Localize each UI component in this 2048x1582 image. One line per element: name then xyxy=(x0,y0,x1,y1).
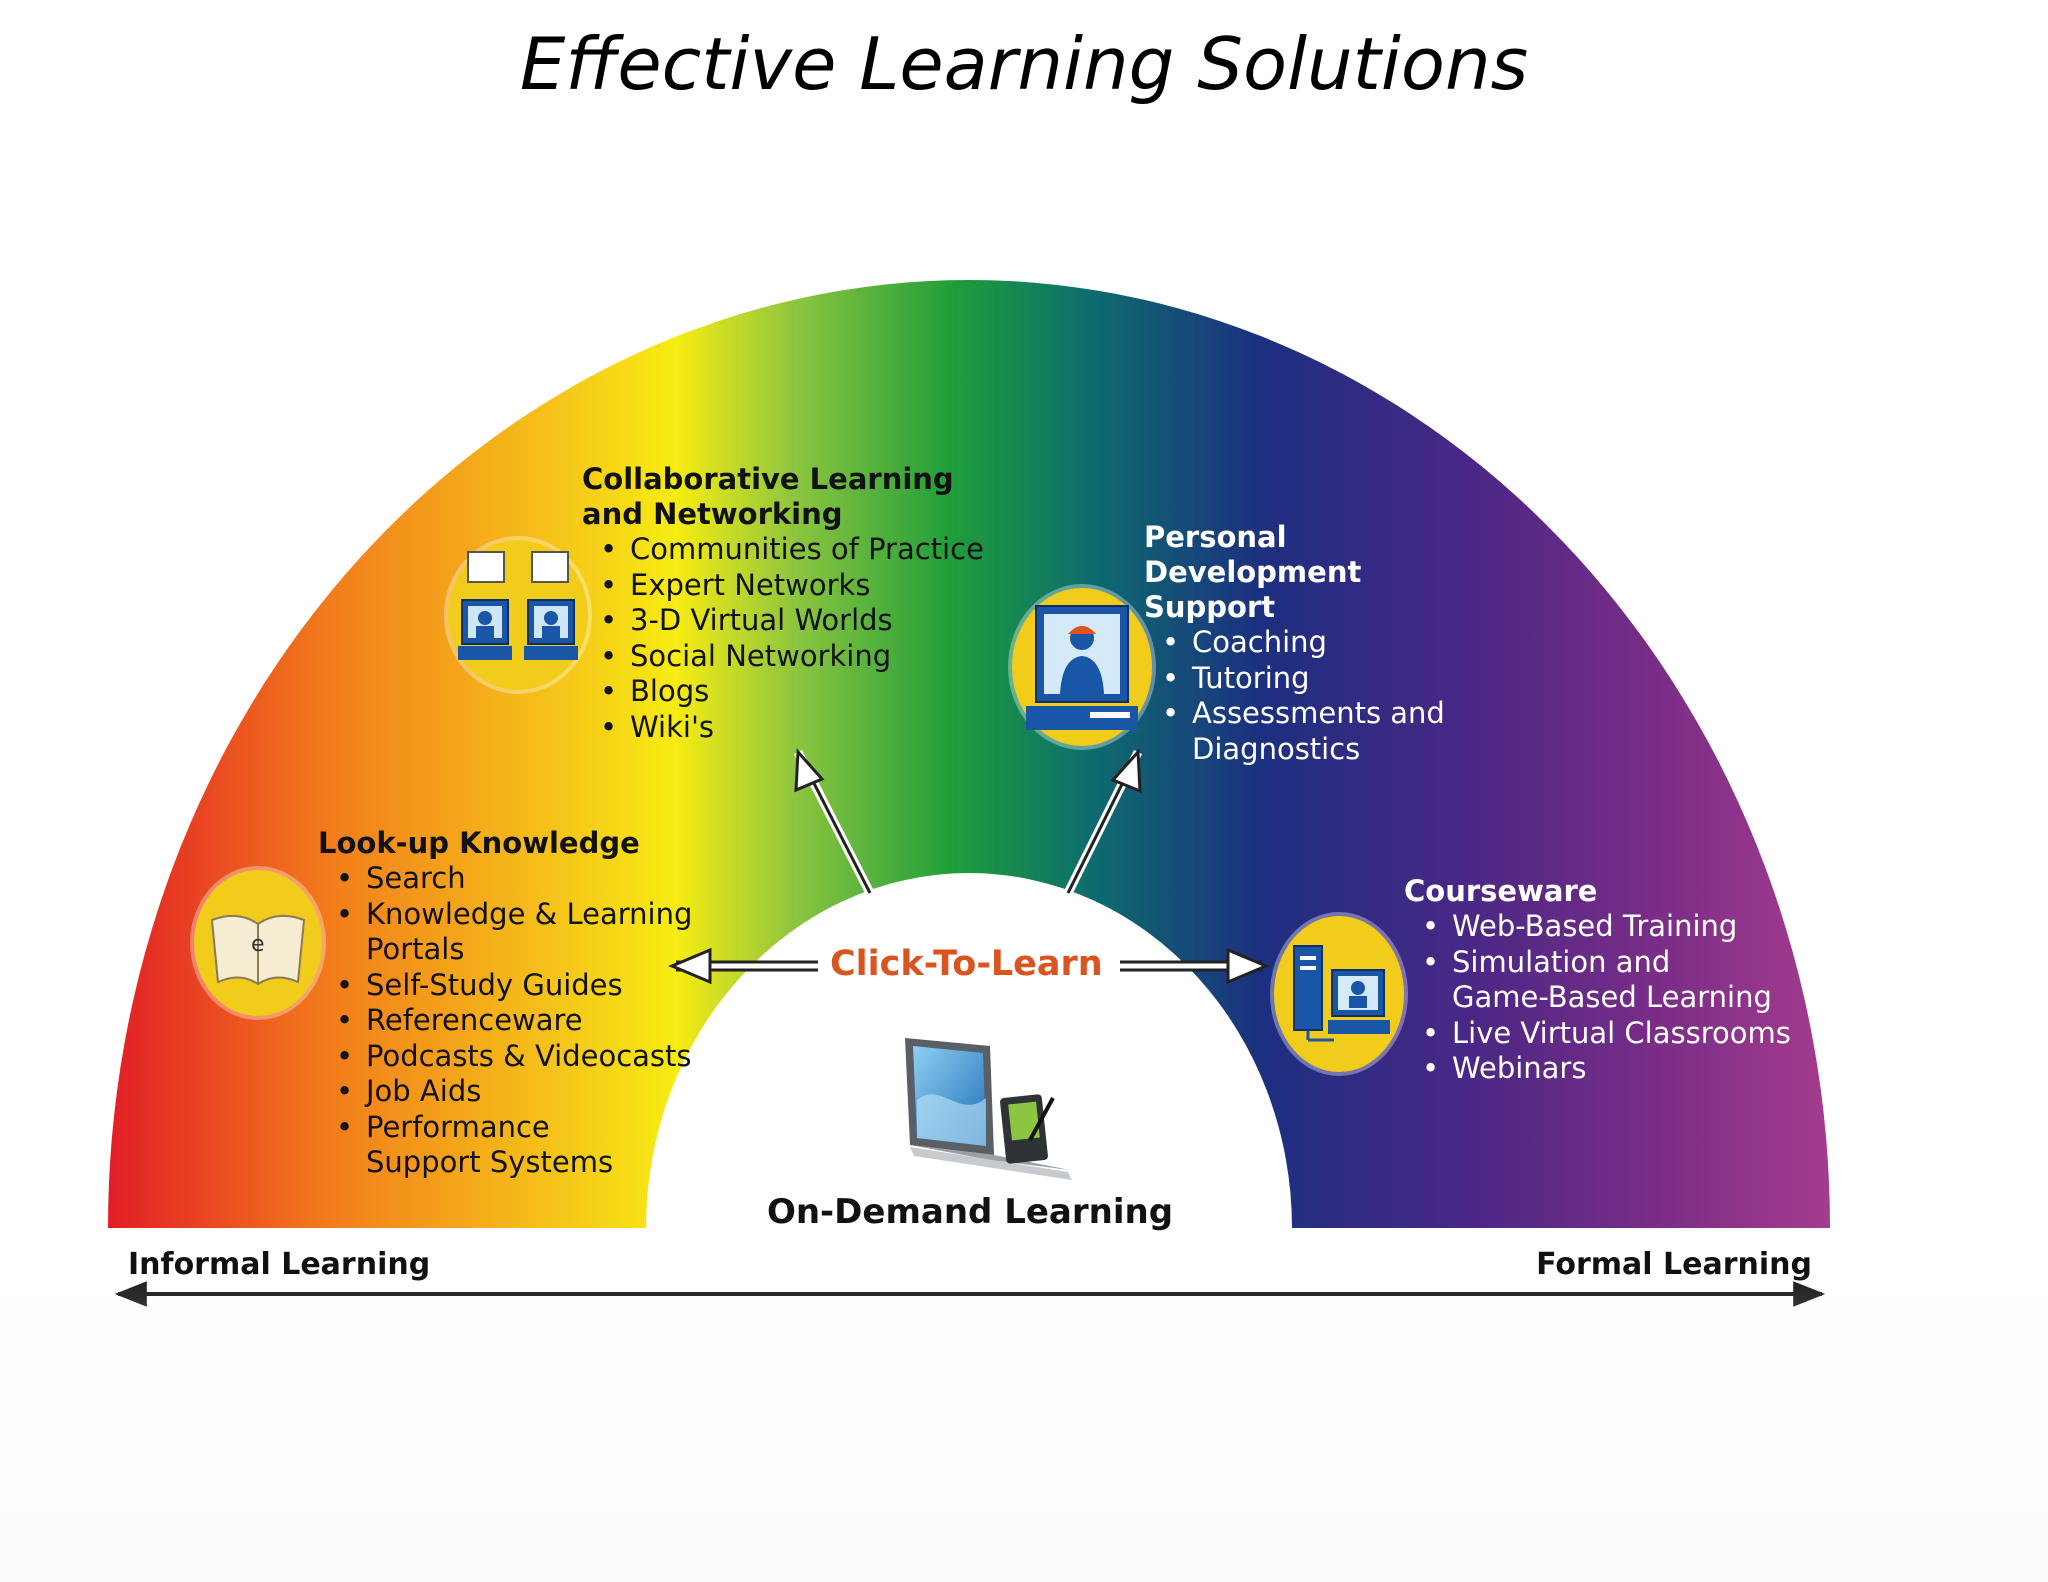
list-item: Webinars xyxy=(1404,1051,1804,1087)
list-item: Social Networking xyxy=(582,639,1002,675)
formal-learning-label: Formal Learning xyxy=(1536,1247,1812,1282)
personal-development-title-line1: Personal Development xyxy=(1144,520,1362,589)
lookup-knowledge-title: Look-up Knowledge xyxy=(318,826,640,860)
courseware-block: Courseware Web-Based Training Simulation… xyxy=(1404,874,1804,1087)
collaborative-learning-title-line1: Collaborative Learning xyxy=(582,462,954,496)
list-item-continuation: Support Systems xyxy=(366,1145,614,1179)
collaborative-learning-title-line2: and Networking xyxy=(582,497,843,531)
collaborative-learning-list: Communities of Practice Expert Networks … xyxy=(582,532,1002,745)
courseware-title: Courseware xyxy=(1404,874,1598,908)
list-item: Simulation and xyxy=(1404,945,1804,981)
list-item-continuation: Diagnostics xyxy=(1192,731,1361,766)
informal-learning-label: Informal Learning xyxy=(128,1247,431,1282)
list-item: Search xyxy=(318,861,718,897)
list-item: Podcasts & Videocasts xyxy=(318,1039,718,1075)
list-item: Knowledge & Learning xyxy=(318,897,718,933)
courseware-list: Web-Based Training Simulation and Game-B… xyxy=(1404,909,1804,1087)
list-item: Referenceware xyxy=(318,1003,718,1039)
personal-development-block: Personal Development Support Coaching Tu… xyxy=(1144,520,1504,767)
list-item-continuation: Game-Based Learning xyxy=(1452,980,1772,1014)
lookup-knowledge-list: Search Knowledge & Learning Portals Self… xyxy=(318,861,718,1181)
computer-workstation-icon xyxy=(1274,916,1404,1072)
book-letter: e xyxy=(251,932,265,957)
coach-monitor-icon xyxy=(1012,588,1152,746)
list-item: Job Aids xyxy=(318,1074,718,1110)
list-item-continuation: Portals xyxy=(366,932,465,966)
list-item: Self-Study Guides xyxy=(318,968,718,1004)
networked-users-icon xyxy=(448,540,588,690)
list-item: Assessments and xyxy=(1144,696,1504,732)
list-item: Live Virtual Classrooms xyxy=(1404,1016,1804,1052)
open-book-icon: e xyxy=(194,870,322,1016)
collaborative-learning-block: Collaborative Learning and Networking Co… xyxy=(582,462,1002,745)
bottom-fade xyxy=(0,1260,2048,1582)
lookup-knowledge-block: Look-up Knowledge Search Knowledge & Lea… xyxy=(318,826,718,1181)
list-item: Coaching xyxy=(1144,625,1504,661)
on-demand-learning-label: On-Demand Learning xyxy=(766,1192,1174,1232)
click-to-learn-label: Click-To-Learn xyxy=(822,944,1111,984)
page-title: Effective Learning Solutions xyxy=(519,22,1529,106)
list-item: Web-Based Training xyxy=(1404,909,1804,945)
list-item: Wiki's xyxy=(582,710,1002,746)
list-item: Blogs xyxy=(582,674,1002,710)
list-item: 3-D Virtual Worlds xyxy=(582,603,1002,639)
personal-development-list: Coaching Tutoring Assessments and Diagno… xyxy=(1144,625,1504,767)
list-item: Communities of Practice xyxy=(582,532,1002,568)
list-item: Performance xyxy=(318,1110,718,1146)
list-item: Expert Networks xyxy=(582,568,1002,604)
laptop-and-pda-icon xyxy=(905,1038,1072,1180)
personal-development-title-line2: Support xyxy=(1144,590,1276,624)
list-item: Tutoring xyxy=(1144,661,1504,697)
hub-arrows xyxy=(668,748,1270,985)
